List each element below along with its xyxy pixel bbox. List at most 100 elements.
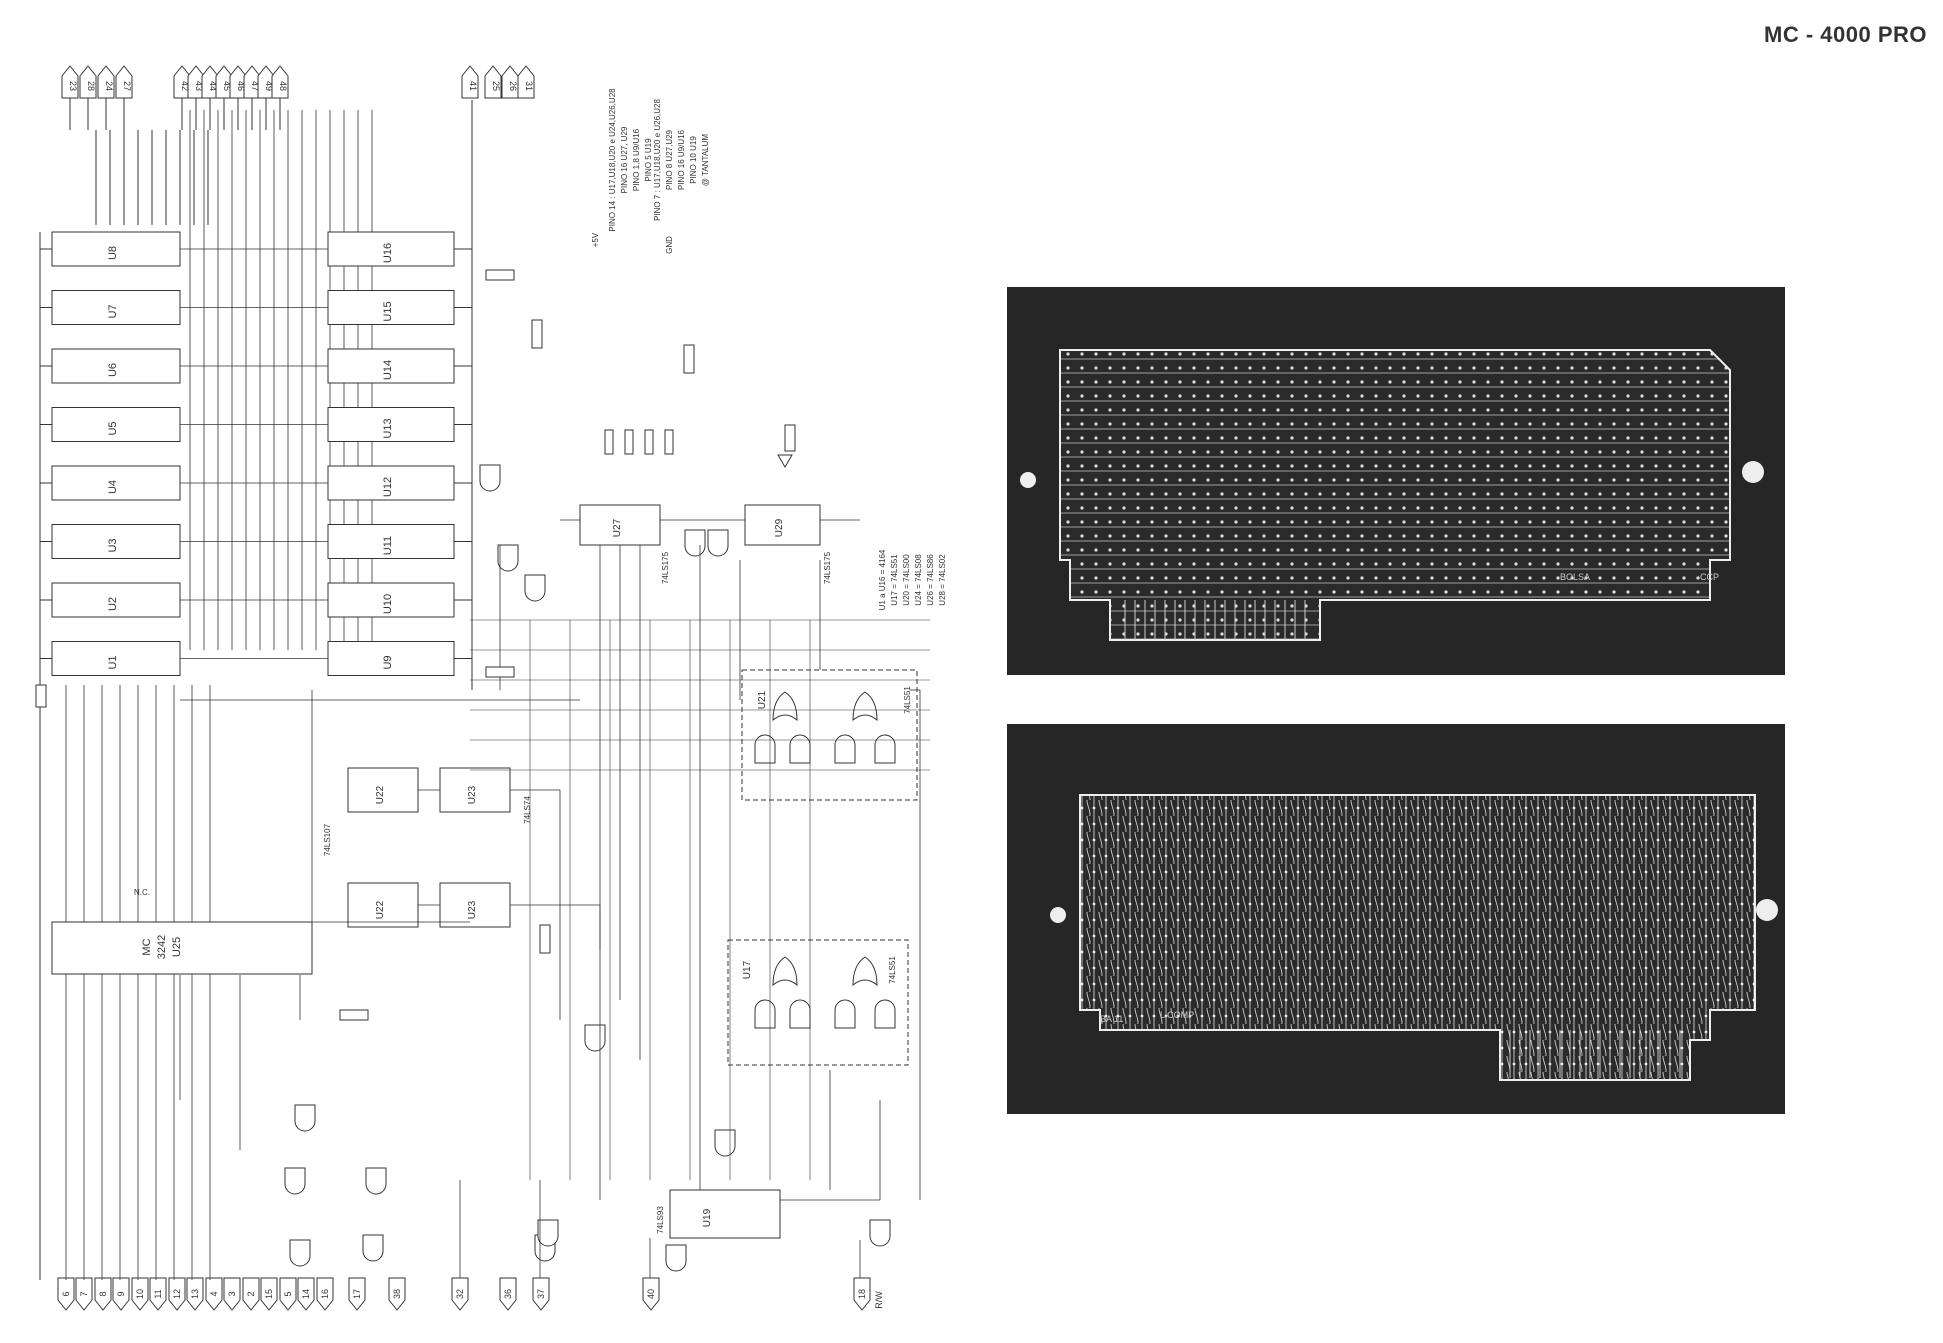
connector-pad-46 <box>229 65 247 99</box>
ram-chip-label-U14: U14 <box>382 360 394 380</box>
connector-pad-44 <box>201 65 219 99</box>
connector-pad-31-label: 31 <box>524 81 534 91</box>
nor-gate-3 <box>852 956 878 987</box>
note-gnd-3: PINO 10 U19 <box>689 136 698 184</box>
connector-pad-27 <box>115 65 133 99</box>
note-power-0: PINO 14 : U17,U18,U20 e U24,U26,U28 <box>608 88 617 232</box>
rail-label-5v: +5V <box>591 232 600 247</box>
ram-chip-U2 <box>51 582 181 618</box>
ram-chip-label-U8: U8 <box>107 246 119 260</box>
resistor-pullup-0 <box>604 429 614 455</box>
connector-pad-43-label: 43 <box>194 81 204 91</box>
and-gate-5 <box>789 999 811 1029</box>
connector-pad-49 <box>257 65 275 99</box>
connector-pad-23 <box>61 65 79 99</box>
connector-pad-26-label: 26 <box>508 81 518 91</box>
ram-chip-label-U1: U1 <box>107 655 119 669</box>
connector-pad-bottom-14 <box>297 1277 315 1311</box>
connector-pad-48-label: 48 <box>278 81 288 91</box>
connector-pad-bottom-10 <box>131 1277 149 1311</box>
connector-pad-48 <box>271 65 289 99</box>
resistor-pullup-3 <box>664 429 674 455</box>
connector-pad-28-label: 28 <box>86 81 96 91</box>
connector-pad-bottom-8-label: 8 <box>98 1291 108 1296</box>
connector-pad-25-label: 25 <box>491 81 501 91</box>
connector-pad-bottom-7-label: 7 <box>79 1291 89 1296</box>
connector-pad-bottom-36-label: 36 <box>503 1289 513 1299</box>
aoi-u17 <box>727 939 909 1066</box>
connector-pad-bottom-13 <box>186 1277 204 1311</box>
logic-gate-2 <box>524 574 546 602</box>
connector-pad-bottom-38-label: 38 <box>392 1289 402 1299</box>
connector-pad-44-label: 44 <box>208 81 218 91</box>
connector-pad-bottom-4-label: 4 <box>209 1291 219 1296</box>
note-gnd-1: PINO 8 U27,U29 <box>665 129 674 190</box>
logic-gate-0 <box>479 464 501 492</box>
ram-chip-label-U4: U4 <box>107 480 119 494</box>
aoi-u21-label: U21 <box>757 690 768 709</box>
parts-list-1: U17 = 74LS51 <box>890 554 899 606</box>
and-gate-2 <box>834 734 856 764</box>
connector-pad-23-label: 23 <box>68 81 78 91</box>
connector-pad-bottom-36 <box>499 1277 517 1311</box>
parts-list-2: U20 = 74LS00 <box>902 554 911 606</box>
counter-u19-label: U19 <box>702 1208 713 1227</box>
connector-pad-bottom-15-label: 15 <box>264 1289 274 1299</box>
ram-chip-U5 <box>51 407 181 442</box>
resistor-r4 <box>339 1009 369 1021</box>
and-gate-0 <box>754 734 776 764</box>
logic-gate-6 <box>294 1104 316 1132</box>
connector-pad-27-label: 27 <box>122 81 132 91</box>
label-nc: N.C. <box>134 888 150 897</box>
ram-chip-U15 <box>327 290 455 325</box>
connector-pad-bottom-3-label: 3 <box>227 1291 237 1296</box>
ff-u23-b-label: U23 <box>467 900 478 919</box>
connector-pad-49-label: 49 <box>264 81 274 91</box>
and-gate-4 <box>754 999 776 1029</box>
connector-pad-bottom-11-label: 11 <box>153 1289 163 1298</box>
connector-pad-bottom-12-label: 12 <box>172 1289 182 1299</box>
and-gate-1 <box>789 734 811 764</box>
connector-pad-bottom-15 <box>260 1277 278 1311</box>
resistor-r5 <box>539 924 551 954</box>
register-u29-label: U29 <box>774 518 785 537</box>
connector-pad-47-label: 47 <box>250 81 260 91</box>
connector-pad-bottom-40-label: 40 <box>646 1289 656 1299</box>
and-gate-7 <box>874 999 896 1029</box>
ram-chip-U7 <box>51 290 181 325</box>
connector-pad-bottom-2 <box>242 1277 260 1311</box>
connector-pad-bottom-17 <box>348 1277 366 1311</box>
nor-gate-2 <box>772 956 798 987</box>
connector-pad-bottom-9-label: 9 <box>116 1291 126 1296</box>
connector-pad-28 <box>79 65 97 99</box>
note-power-1: PINO 16 U27, U29 <box>620 126 629 193</box>
note-power-3: PINO 5 U19 <box>644 138 653 182</box>
page-title: MC - 4000 PRO <box>1764 22 1927 47</box>
connector-pad-bottom-18 <box>853 1277 871 1311</box>
rail-label-gnd: GND <box>665 236 674 254</box>
pcb-photo-solder-side: BA 11 L COMP <box>1007 724 1785 1114</box>
part-74ls107: 74LS107 <box>323 823 332 856</box>
counter-u19 <box>669 1189 781 1239</box>
connector-pad-45 <box>215 65 233 99</box>
ff-u22-b <box>347 882 419 928</box>
connector-pad-24-label: 24 <box>104 81 114 91</box>
connector-pad-bottom-6 <box>57 1277 75 1311</box>
connector-pad-41-label: 41 <box>468 81 478 91</box>
ff-u23-b <box>439 882 511 928</box>
connector-pad-bottom-5-label: 5 <box>283 1291 293 1296</box>
connector-pad-bottom-5 <box>279 1277 297 1311</box>
connector-pad-42-label: 42 <box>180 81 190 91</box>
logic-gate-11 <box>714 1129 736 1157</box>
and-gate-6 <box>834 999 856 1029</box>
part-74ls74: 74LS74 <box>523 796 532 824</box>
resistor-rs2 <box>683 344 695 374</box>
logic-gate-5 <box>584 1024 606 1052</box>
resistor-rs1 <box>531 319 543 349</box>
controller-label-mc: MC <box>141 938 153 955</box>
pcb-label-ccp: CCP <box>1700 572 1719 582</box>
connector-pad-bottom-11 <box>149 1277 167 1311</box>
ram-chip-label-U15: U15 <box>382 301 394 321</box>
connector-pad-24 <box>97 65 115 99</box>
